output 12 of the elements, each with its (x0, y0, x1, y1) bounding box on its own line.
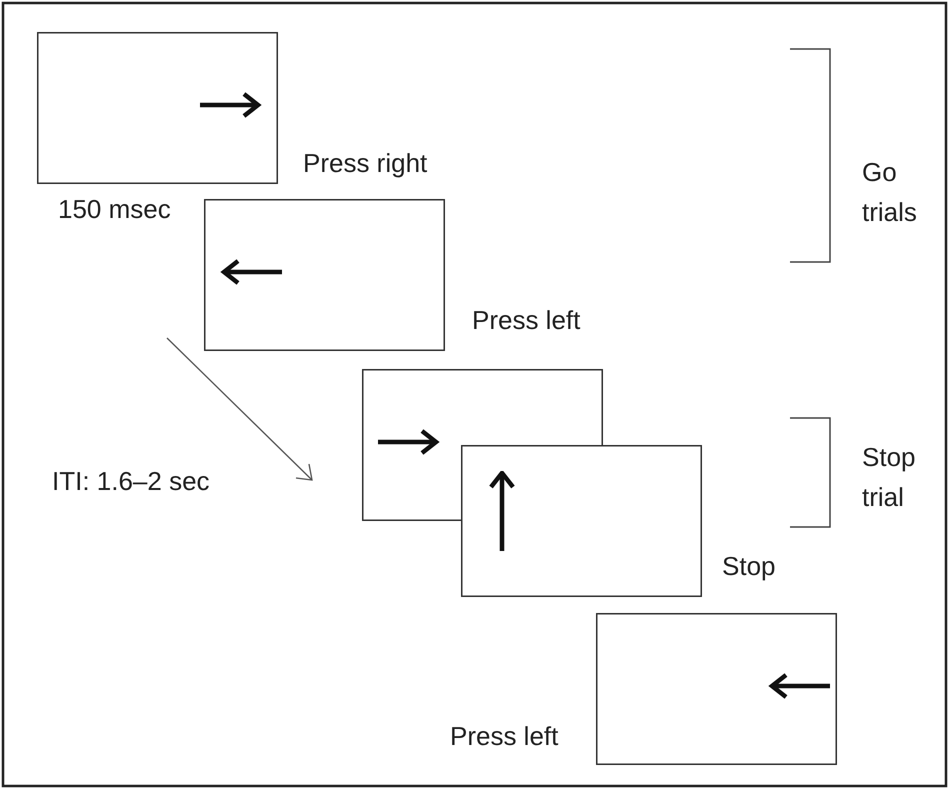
beside-label: Press right (303, 148, 428, 180)
stimulus-screen (596, 613, 837, 765)
stimulus-screen (461, 445, 702, 597)
stimulus-screen (37, 32, 278, 184)
stimulus-screen (204, 199, 445, 351)
beside-label: Stop (722, 551, 776, 582)
label: Stop trial (862, 441, 916, 514)
beside-label: Press left (472, 305, 580, 336)
label: Go trials (862, 156, 918, 229)
label: ITI: 1.6–2 sec (52, 465, 210, 498)
beside-label: Press left (450, 721, 558, 752)
beside-label: 150 msec (58, 194, 171, 226)
